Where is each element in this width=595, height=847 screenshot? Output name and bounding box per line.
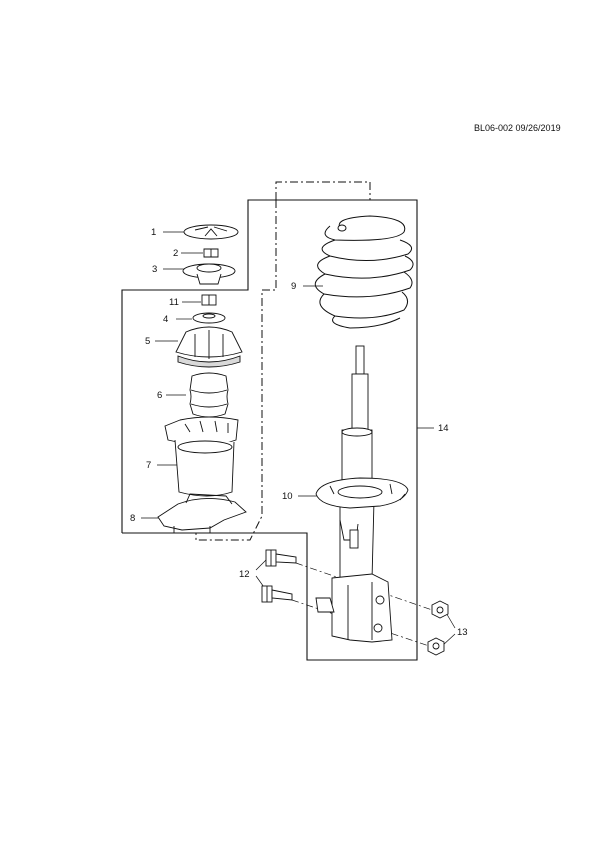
callout-2: 2 [173, 248, 178, 259]
callout-4: 4 [163, 314, 168, 325]
part-2-nut [203, 248, 219, 258]
callout-6: 6 [157, 390, 162, 401]
callout-9: 9 [291, 281, 296, 292]
part-8-spring-seat [157, 493, 247, 533]
callout-5: 5 [145, 336, 150, 347]
callout-10: 10 [282, 491, 293, 502]
bolt-axis-line [291, 599, 433, 648]
assembly-boundary-outline [121, 199, 418, 661]
part-4-washer [192, 312, 226, 324]
bolt-axis-line [295, 562, 436, 612]
part-11-nut [201, 294, 217, 306]
part-9-coil-spring [314, 215, 414, 329]
part-12-bolt-upper [265, 549, 297, 567]
callout-12: 12 [239, 569, 250, 580]
diagram-reference-code: BL06-002 09/26/2019 [474, 123, 561, 133]
part-13-nut-lower [427, 637, 445, 656]
part-13-nut-upper [431, 600, 449, 619]
part-5-strut-mount [175, 326, 243, 368]
part-10-spring-seat [315, 477, 409, 509]
callout-1: 1 [151, 227, 156, 238]
callout-3: 3 [152, 264, 157, 275]
callout-14: 14 [438, 423, 449, 434]
part-6-bump-stop [189, 372, 229, 418]
part-1-upper-cap [183, 224, 239, 240]
callout-13: 13 [457, 627, 468, 638]
part-12-bolt-lower [261, 585, 293, 603]
callout-7: 7 [146, 460, 151, 471]
callout-8: 8 [130, 513, 135, 524]
phantom-line [275, 181, 371, 200]
callout-11: 11 [169, 297, 179, 308]
part-7-dust-boot [164, 416, 239, 497]
part-3-upper-mount [182, 263, 236, 285]
